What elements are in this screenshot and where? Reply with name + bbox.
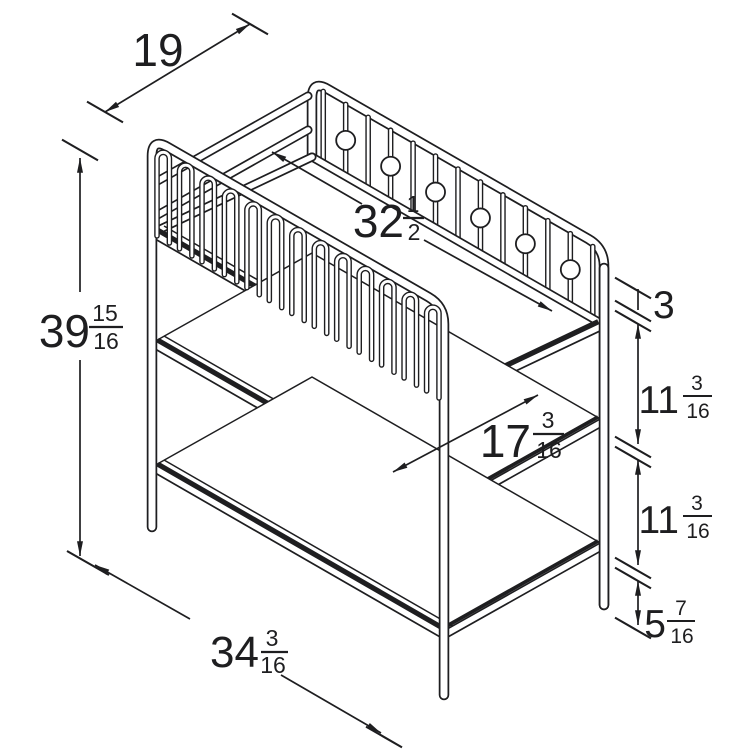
svg-text:3: 3 bbox=[266, 625, 279, 651]
svg-text:7: 7 bbox=[675, 597, 687, 620]
dimensions: 19 39 15 16 32 1 2 17 3 16 bbox=[39, 12, 712, 749]
dim-shelf-depth: 17 3 16 bbox=[392, 394, 564, 473]
front-rail-arches bbox=[154, 149, 442, 401]
dim-overall-height: 39 15 16 bbox=[39, 157, 123, 557]
svg-text:3: 3 bbox=[542, 407, 555, 433]
dim-right-stack: 3 11 3 16 11 3 16 5 7 16 bbox=[635, 284, 712, 648]
svg-text:16: 16 bbox=[93, 328, 119, 354]
svg-text:16: 16 bbox=[686, 400, 709, 423]
back-rail bbox=[306, 80, 610, 611]
svg-text:2: 2 bbox=[408, 219, 421, 245]
dim-depth-label: 19 bbox=[132, 24, 183, 76]
dim-depth: 19 bbox=[104, 23, 251, 113]
dim-upper-gap-label: 11 bbox=[639, 379, 680, 422]
svg-text:16: 16 bbox=[670, 625, 693, 648]
front-rail bbox=[146, 138, 450, 701]
dim-overall-width: 34 3 16 bbox=[94, 564, 382, 734]
bottom-shelf bbox=[147, 376, 609, 640]
svg-text:16: 16 bbox=[686, 520, 709, 543]
dim-top-rail-width-label: 32 bbox=[353, 195, 404, 247]
dim-shelf-depth-label: 17 bbox=[480, 415, 531, 467]
dim-overall-height-label: 39 bbox=[39, 305, 90, 357]
svg-text:15: 15 bbox=[92, 300, 118, 326]
svg-text:16: 16 bbox=[536, 437, 562, 463]
dim-overall-width-label: 34 bbox=[210, 628, 259, 677]
svg-text:3: 3 bbox=[691, 492, 703, 515]
back-rail-beads bbox=[335, 129, 581, 281]
svg-text:1: 1 bbox=[407, 191, 420, 217]
dim-top-rail-width: 32 1 2 bbox=[271, 151, 553, 312]
svg-text:16: 16 bbox=[260, 652, 286, 678]
dim-lower-gap-label: 11 bbox=[639, 499, 680, 542]
dim-pad-recess-label: 3 bbox=[653, 284, 675, 327]
svg-text:3: 3 bbox=[691, 372, 703, 395]
dim-clearance-label: 5 bbox=[644, 603, 666, 646]
